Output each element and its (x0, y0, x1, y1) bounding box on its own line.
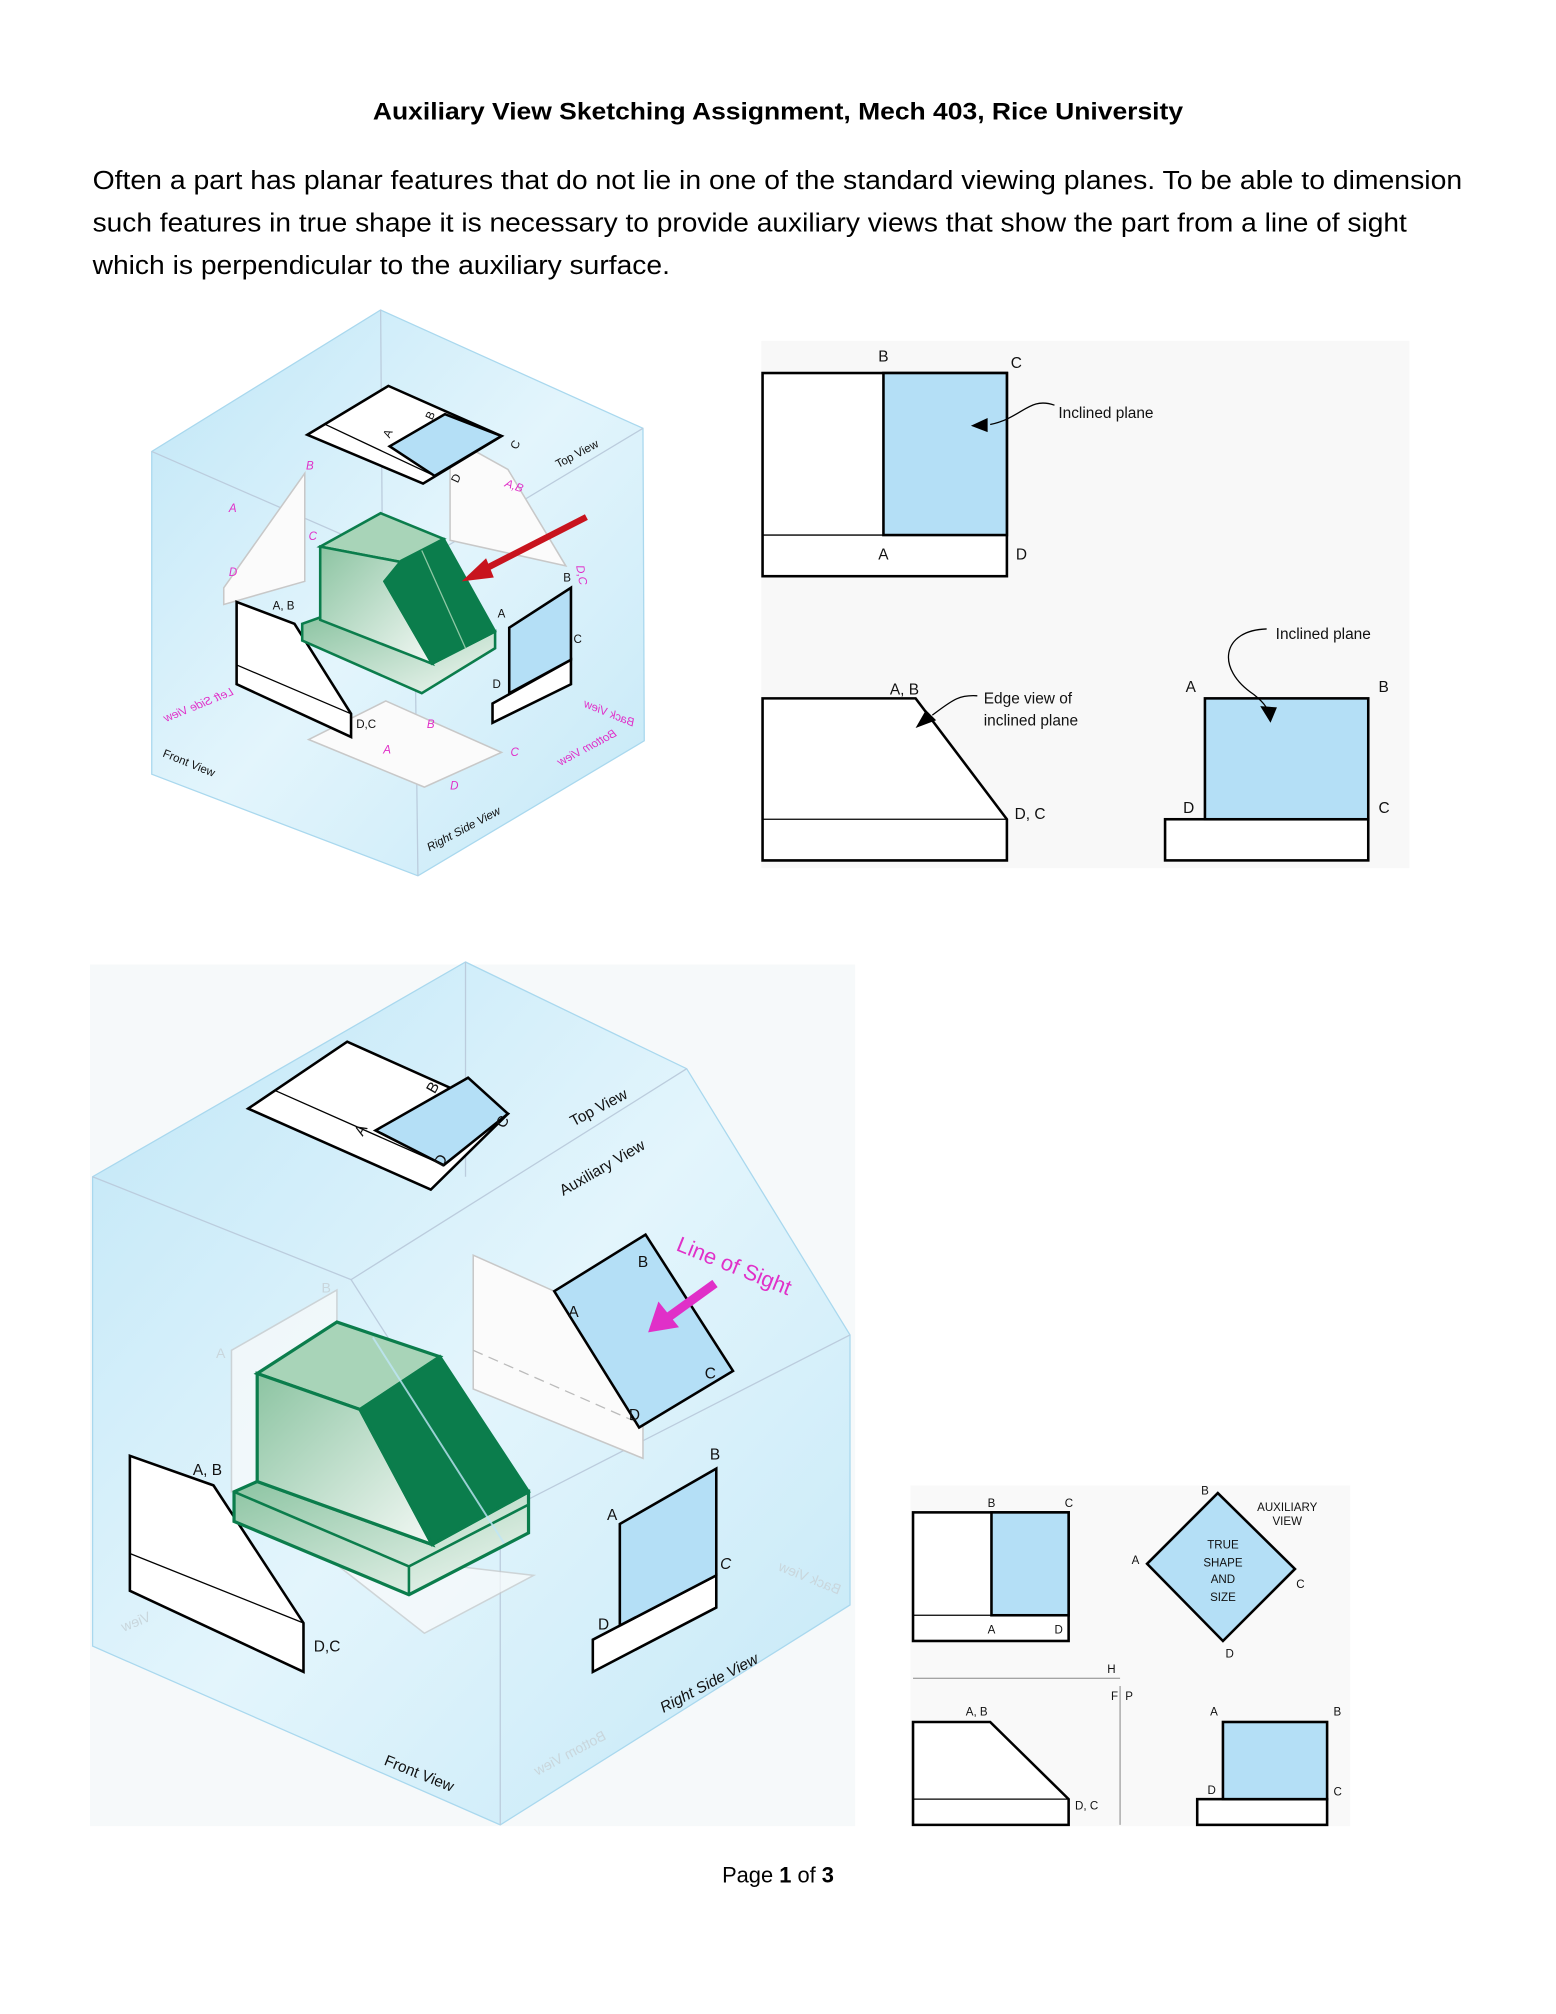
label-inclined-plane: Inclined plane (1276, 626, 1371, 643)
page-word: Page (722, 1863, 773, 1888)
label: B (710, 1447, 720, 1464)
label: B (306, 460, 314, 472)
label: B (321, 1279, 330, 1295)
page-current: 1 (779, 1863, 791, 1888)
label-true-shape: SIZE (1210, 1592, 1236, 1604)
label: C (1334, 1786, 1342, 1798)
label: D,C (314, 1638, 341, 1655)
figure-auxiliary-glass-box: A B Back View Bottom View View A B C D T… (90, 961, 856, 1827)
label-auxiliary-view: VIEW (1272, 1516, 1302, 1528)
label: D (629, 1407, 640, 1424)
label: A (988, 1624, 996, 1636)
figure-true-shape-views: B C A D B A C D AUXILIARY VIEW TRUE SHAP… (910, 1485, 1351, 1827)
label: D, C (1075, 1800, 1098, 1812)
label: B (878, 348, 888, 365)
label: A, B (890, 682, 919, 699)
label: C (1296, 1579, 1304, 1591)
figure-glass-box: A B C D Top View A, B D,C A B C D A B C … (151, 309, 645, 877)
page-total: 3 (822, 1863, 834, 1888)
label: A (1186, 679, 1197, 696)
label: B (1201, 1485, 1209, 1497)
label: A (498, 608, 506, 620)
label: C (309, 531, 318, 543)
paragraph-line-3: which is perpendicular to the auxiliary … (91, 252, 669, 280)
label: B (1379, 679, 1389, 696)
label: C (574, 634, 582, 646)
label: B (1334, 1707, 1342, 1719)
label-inclined-plane: Inclined plane (1058, 405, 1153, 422)
label: D,C (573, 564, 588, 586)
label: A, B (966, 1707, 988, 1719)
paragraph-line-1: Often a part has planar features that do… (93, 167, 1463, 195)
label: B (638, 1254, 648, 1271)
page-number: Page 1 of 3 (722, 1863, 834, 1888)
label: A (382, 745, 391, 757)
label: D (1054, 1624, 1062, 1636)
label: A (607, 1507, 618, 1524)
label-true-shape: AND (1211, 1574, 1235, 1586)
label-true-shape: TRUE (1207, 1539, 1239, 1551)
label: B (563, 572, 571, 584)
label: A (878, 546, 889, 563)
label: D (229, 567, 237, 579)
label: C (720, 1556, 732, 1573)
label: D (450, 781, 458, 793)
label: D (1016, 546, 1027, 563)
label: A, B (193, 1462, 222, 1479)
label: C (1379, 800, 1390, 817)
label-edge-view: inclined plane (984, 712, 1078, 729)
label: A (1210, 1707, 1218, 1719)
label: D (1208, 1785, 1216, 1797)
label: D, C (1015, 806, 1046, 823)
page-of-word: of (797, 1863, 816, 1888)
label: A, B (273, 601, 295, 613)
label: A (216, 1345, 226, 1361)
document-title: Auxiliary View Sketching Assignment, Mec… (373, 99, 1184, 126)
label-fold-line: P (1125, 1691, 1133, 1703)
label: D (1226, 1649, 1234, 1661)
label-auxiliary-view: AUXILIARY (1257, 1502, 1317, 1514)
line-of-sight-arrow-icon (648, 1279, 718, 1333)
label-true-shape: SHAPE (1203, 1557, 1242, 1569)
label-fold-line: F (1111, 1691, 1118, 1703)
label: B (427, 719, 435, 731)
label: C (511, 747, 520, 759)
label: D (493, 679, 501, 691)
label: C (705, 1366, 716, 1383)
label: C (1065, 1498, 1073, 1510)
label: D (1183, 800, 1194, 817)
label-edge-view: Edge view of (984, 691, 1073, 708)
label: D,C (356, 719, 376, 731)
label: D (598, 1616, 609, 1633)
label: A (228, 503, 237, 515)
label: B (988, 1498, 996, 1510)
label: A (568, 1304, 579, 1321)
red-arrow-icon (461, 514, 588, 582)
label-fold-line: H (1107, 1664, 1115, 1676)
paragraph-line-2: such features in true shape it is necess… (93, 210, 1407, 238)
label: A (1132, 1555, 1140, 1567)
figure-orthographic-views: B C A D Inclined plane A, B D, C Edge vi… (761, 340, 1410, 869)
label: C (1011, 355, 1022, 372)
